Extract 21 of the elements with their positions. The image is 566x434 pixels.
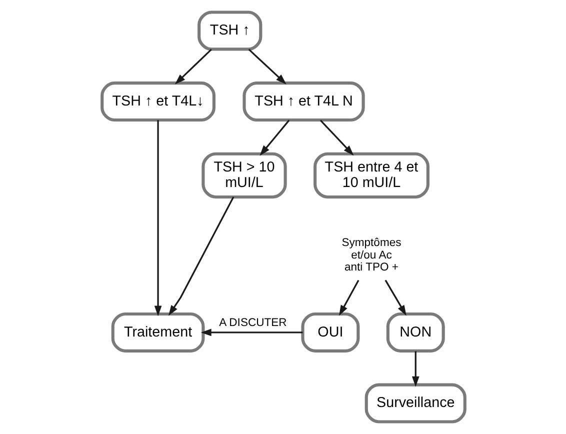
arrow <box>154 120 162 316</box>
node-box: Surveillance <box>364 383 466 424</box>
node-box: NON <box>386 312 444 352</box>
arrow <box>248 48 286 84</box>
node-box: Traitement <box>110 312 204 352</box>
arrow <box>319 120 354 156</box>
arrow <box>174 48 212 84</box>
node-box: TSH ↑ et T4L↓ <box>100 82 215 122</box>
arrow <box>168 196 234 316</box>
arrow <box>259 120 290 156</box>
arrow <box>411 351 419 387</box>
node-box: TSH ↑ et T4L N <box>242 82 364 122</box>
node-box: TSH entre 4 et 10 mUI/L <box>313 152 429 199</box>
node-text: Symptômes et/ou Ac anti TPO + <box>341 237 401 274</box>
node-box: TSH > 10 mUI/L <box>201 152 286 199</box>
node-box: TSH ↑ <box>197 10 262 51</box>
edge-label: A DISCUTER <box>218 317 286 330</box>
arrow <box>384 280 406 316</box>
arrow <box>200 328 302 336</box>
arrow <box>338 280 359 316</box>
node-box: OUI <box>300 312 360 352</box>
